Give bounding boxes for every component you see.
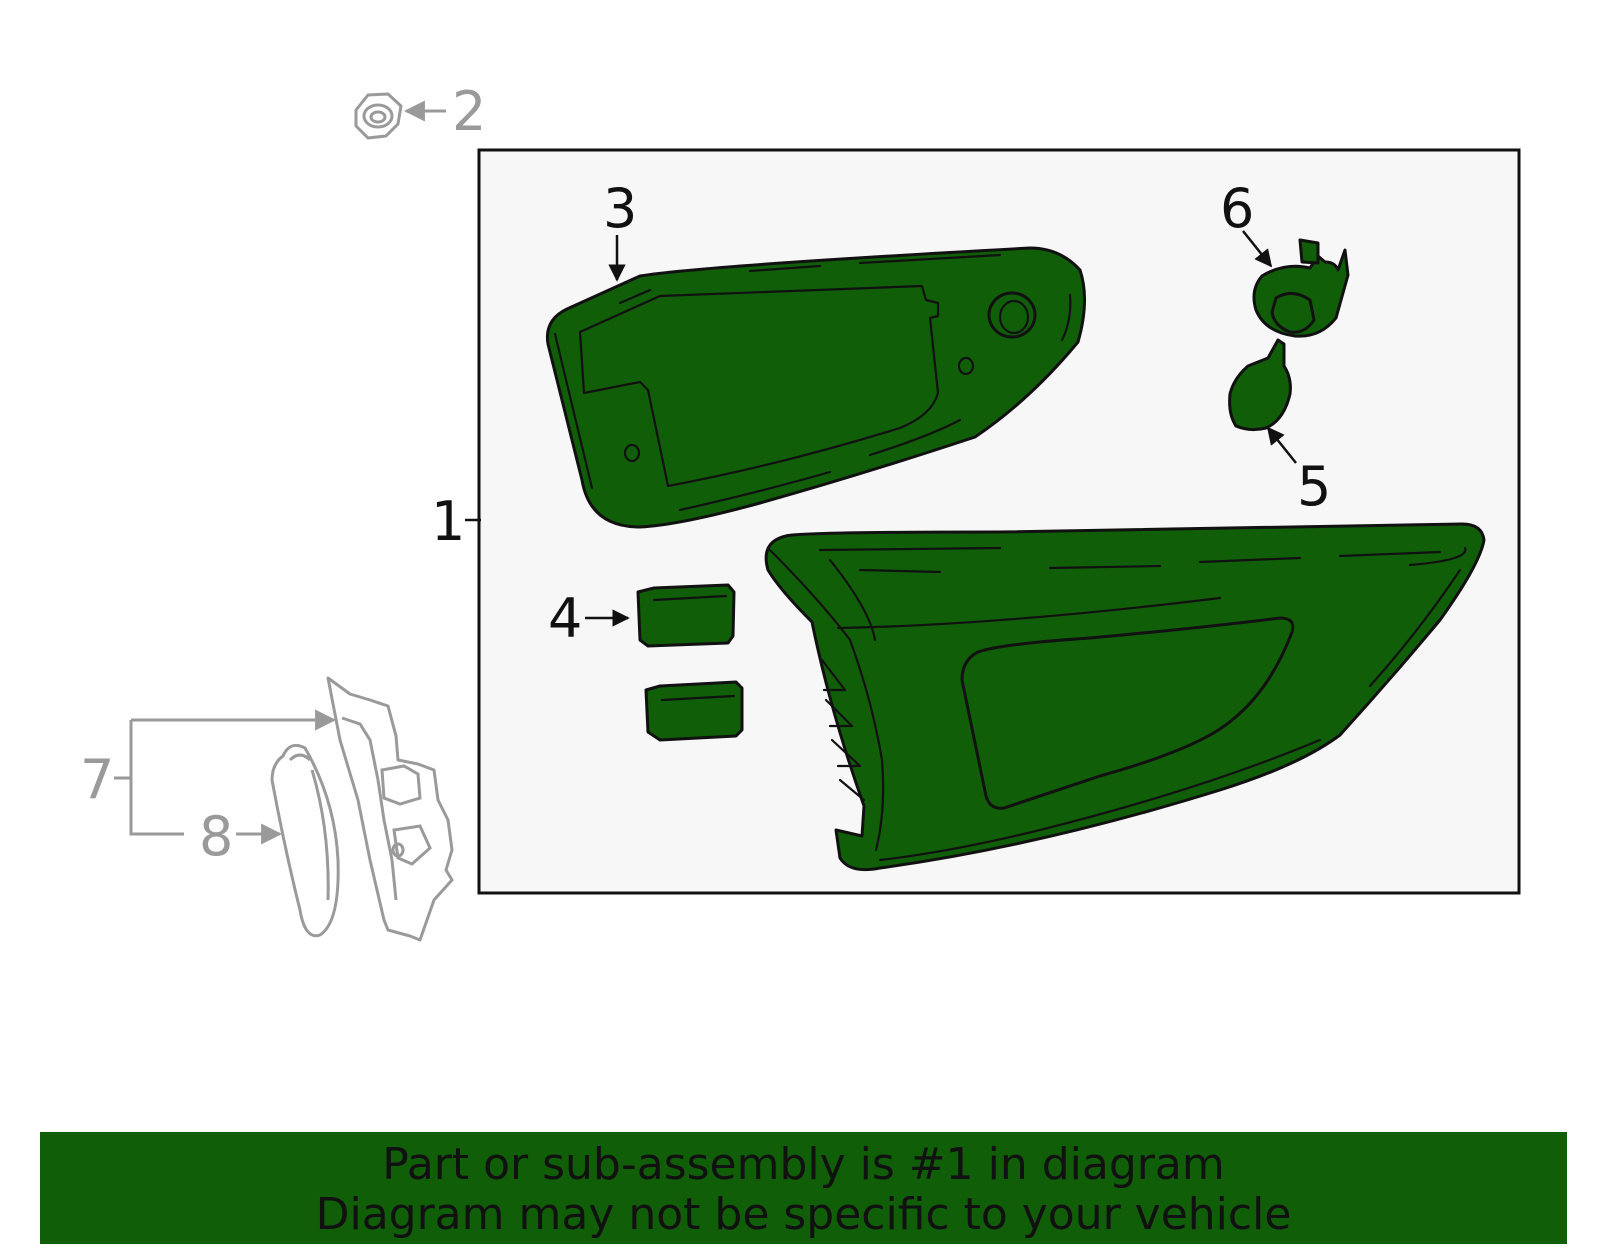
banner-line-1: Part or sub-assembly is #1 in diagram <box>382 1139 1225 1190</box>
pad-part-4 <box>636 583 736 648</box>
nut-part-2 <box>354 92 403 140</box>
lamp-housing <box>764 522 1486 872</box>
lens-part-8 <box>270 743 340 938</box>
callout-1: 1 <box>431 490 465 553</box>
callout-8: 8 <box>199 805 233 868</box>
housing-part-3 <box>545 246 1087 529</box>
bracket-7 <box>129 720 184 836</box>
pad-part-4b <box>644 680 744 742</box>
callout-7: 7 <box>80 748 114 811</box>
info-banner: Part or sub-assembly is #1 in diagram Di… <box>40 1132 1567 1244</box>
callout-4: 4 <box>548 587 582 650</box>
callout-5: 5 <box>1297 455 1331 518</box>
leader-6 <box>1242 230 1273 268</box>
callout-3: 3 <box>603 177 637 240</box>
leader-5 <box>1266 426 1297 464</box>
socket-part-6 <box>1252 238 1350 338</box>
bulb-part-5 <box>1228 338 1292 432</box>
banner-line-2: Diagram may not be specific to your vehi… <box>315 1189 1292 1240</box>
callout-6: 6 <box>1220 177 1254 240</box>
bracket-part-7 <box>326 676 454 942</box>
callout-2: 2 <box>452 80 486 143</box>
